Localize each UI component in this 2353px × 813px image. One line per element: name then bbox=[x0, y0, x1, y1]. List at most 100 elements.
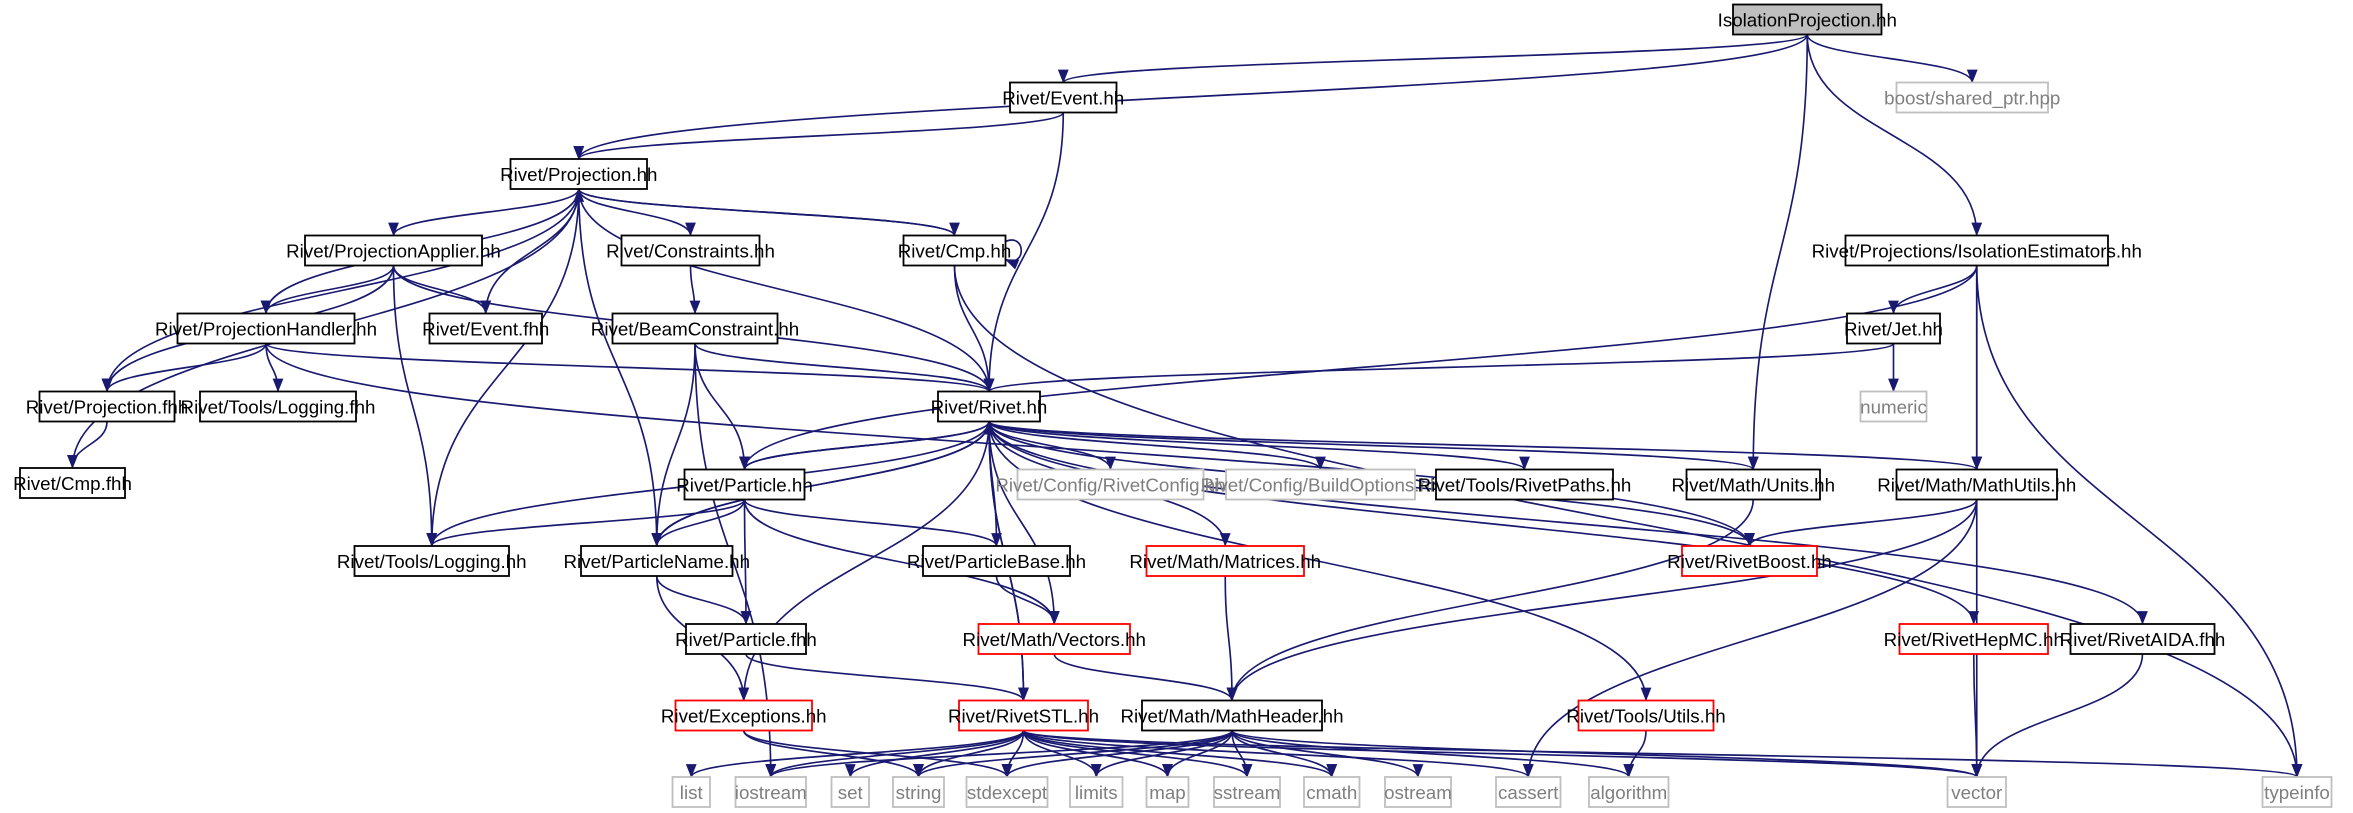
node-rivet-tools-logging-hh[interactable]: Rivet/Tools/Logging.hh bbox=[337, 545, 527, 577]
node-rivet-rivethepmc-hh[interactable]: Rivet/RivetHepMC.hh bbox=[1884, 623, 2064, 655]
edge-rivet-rivetstl-hh-to-sstream bbox=[1022, 730, 1253, 778]
node-label: sstream bbox=[1214, 782, 1281, 803]
node-rivet-tools-utils-hh[interactable]: Rivet/Tools/Utils.hh bbox=[1566, 699, 1726, 732]
node-rivet-beamconstraint-hh[interactable]: Rivet/BeamConstraint.hh bbox=[591, 312, 799, 345]
node-label: Rivet/RivetHepMC.hh bbox=[1884, 629, 2064, 650]
node-rivet-projections-isolationestimators-hh[interactable]: Rivet/Projections/IsolationEstimators.hh bbox=[1812, 234, 2142, 267]
node-box bbox=[428, 312, 543, 345]
edge-rivet-projection-hh-to-rivet-constraints-hh bbox=[577, 188, 696, 237]
node-label: stdexcept bbox=[967, 782, 1048, 803]
edge-rivet-particle-hh-to-rivet-tools-logging-hh bbox=[426, 499, 746, 547]
node-box bbox=[1859, 390, 1928, 423]
edge-rivet-rivet-hh-to-rivet-tools-rivetpaths-hh bbox=[988, 420, 1530, 471]
node-rivet-math-mathheader-hh[interactable]: Rivet/Math/MathHeader.hh bbox=[1120, 699, 1344, 732]
node-label: Rivet/Projections/IsolationEstimators.hh bbox=[1812, 240, 2142, 261]
node-rivet-tools-logging-fhh[interactable]: Rivet/Tools/Logging.fhh bbox=[181, 390, 376, 423]
node-box bbox=[1069, 776, 1124, 808]
edge-rivet-projection-hh-to-rivet-projection-fhh bbox=[101, 188, 580, 393]
edge-rivet-rivetstl-hh-to-typeinfo bbox=[1022, 729, 2302, 778]
node-rivet-projection-fhh[interactable]: Rivet/Projection.fhh bbox=[26, 390, 189, 423]
node-rivet-cmp-fhh[interactable]: Rivet/Cmp.fhh bbox=[13, 467, 132, 499]
edge-rivet-rivethepmc-hh-to-vector bbox=[1971, 653, 1983, 778]
edge-rivet-math-units-hh-to-rivet-math-mathheader-hh bbox=[1226, 499, 1755, 702]
node-label: Rivet/Event.fhh bbox=[422, 318, 549, 339]
edge-isolationprojection-hh-to-rivet-math-units-hh bbox=[1747, 34, 1809, 471]
node-label: cmath bbox=[1306, 782, 1357, 803]
dependency-edges bbox=[67, 33, 2303, 778]
node-rivet-cmp-hh[interactable]: Rivet/Cmp.hh bbox=[898, 234, 1012, 267]
edge-rivet-rivetstl-hh-to-list bbox=[686, 730, 1025, 778]
node-label: Rivet/Tools/RivetPaths.hh bbox=[1418, 474, 1632, 495]
node-rivet-particle-hh[interactable]: Rivet/Particle.hh bbox=[676, 468, 813, 501]
node-label: Rivet/Rivet.hh bbox=[931, 396, 1048, 417]
node-rivet-exceptions-hh[interactable]: Rivet/Exceptions.hh bbox=[661, 699, 827, 732]
node-label: Rivet/Math/Units.hh bbox=[1671, 474, 1835, 495]
node-rivet-particle-fhh[interactable]: Rivet/Particle.fhh bbox=[675, 623, 817, 655]
node-label: Rivet/Math/MathHeader.hh bbox=[1120, 705, 1343, 726]
node-box bbox=[1577, 699, 1715, 732]
edge-rivet-exceptions-hh-to-string bbox=[742, 730, 924, 778]
node-label: Rivet/ProjectionHandler.hh bbox=[155, 318, 377, 339]
edge-rivet-particle-hh-to-rivet-rivet-hh bbox=[743, 420, 995, 470]
node-box bbox=[830, 776, 870, 808]
node-box bbox=[1225, 468, 1416, 501]
node-string: string bbox=[892, 776, 945, 808]
node-box bbox=[2261, 776, 2333, 808]
edge-rivet-event-hh-to-rivet-projection-hh bbox=[573, 111, 1065, 160]
node-rivet-math-mathutils-hh[interactable]: Rivet/Math/MathUtils.hh bbox=[1877, 468, 2076, 501]
node-rivet-rivetaida-fhh[interactable]: Rivet/RivetAIDA.fhh bbox=[2060, 623, 2226, 655]
node-rivet-projectionhandler-hh[interactable]: Rivet/ProjectionHandler.hh bbox=[155, 312, 377, 345]
node-rivet-jet-hh[interactable]: Rivet/Jet.hh bbox=[1844, 312, 1943, 345]
node-label: Rivet/Math/Vectors.hh bbox=[963, 629, 1146, 650]
node-isolationprojection-hh[interactable]: IsolationProjection.hh bbox=[1718, 3, 1897, 36]
edge-rivet-particlename-hh-to-rivet-particle-fhh bbox=[655, 575, 752, 625]
node-rivet-rivetboost-hh[interactable]: Rivet/RivetBoost.hh bbox=[1667, 545, 1832, 577]
node-label: Rivet/Event.hh bbox=[1002, 87, 1124, 108]
node-box bbox=[671, 776, 711, 808]
node-label: Rivet/Tools/Utils.hh bbox=[1566, 705, 1725, 726]
node-label: numeric bbox=[1860, 396, 1927, 417]
node-rivet-math-units-hh[interactable]: Rivet/Math/Units.hh bbox=[1671, 468, 1835, 501]
edge-rivet-rivetstl-hh-to-vector bbox=[1022, 729, 1982, 778]
node-rivet-rivet-hh[interactable]: Rivet/Rivet.hh bbox=[931, 390, 1048, 423]
edge-isolationprojection-hh-to-boost-shared-ptr-hpp bbox=[1806, 34, 1978, 84]
node-boost-shared-ptr-hpp: boost/shared_ptr.hpp bbox=[1884, 81, 2060, 114]
edge-rivet-projectionapplier-hh-to-rivet-event-fhh bbox=[392, 265, 492, 315]
node-rivet-event-hh[interactable]: Rivet/Event.hh bbox=[1002, 81, 1124, 114]
node-box bbox=[922, 545, 1071, 577]
node-rivet-math-vectors-hh[interactable]: Rivet/Math/Vectors.hh bbox=[963, 623, 1146, 655]
node-box bbox=[38, 390, 176, 423]
edge-rivet-projectionhandler-hh-to-rivet-rivet-hh bbox=[265, 342, 995, 393]
node-box bbox=[1844, 234, 2109, 267]
edge-rivet-cmp-hh-to-rivet-cmp-hh bbox=[1004, 239, 1023, 270]
node-rivet-projection-hh[interactable]: Rivet/Projection.hh bbox=[500, 158, 657, 190]
edge-rivet-rivet-hh-to-rivet-rivetaida-fhh bbox=[988, 421, 2148, 625]
edge-rivet-particle-hh-to-rivet-particle-fhh bbox=[740, 499, 752, 625]
edge-rivet-projection-hh-to-rivet-tools-logging-hh bbox=[426, 188, 580, 547]
node-box bbox=[1588, 776, 1670, 808]
edge-rivet-tools-utils-hh-to-algorithm bbox=[1623, 730, 1647, 778]
node-rivet-constraints-hh[interactable]: Rivet/Constraints.hh bbox=[606, 234, 775, 267]
node-label: Rivet/Tools/Logging.hh bbox=[337, 551, 527, 572]
node-label: Rivet/ProjectionApplier.hh bbox=[286, 240, 501, 261]
node-label: Rivet/Math/Matrices.hh bbox=[1129, 551, 1321, 572]
node-box bbox=[2069, 623, 2216, 655]
node-box bbox=[1895, 468, 2058, 501]
node-list: list bbox=[671, 776, 711, 808]
node-rivet-rivetstl-hh[interactable]: Rivet/RivetSTL.hh bbox=[948, 699, 1099, 732]
node-limits: limits bbox=[1069, 776, 1124, 808]
node-rivet-projectionapplier-hh[interactable]: Rivet/ProjectionApplier.hh bbox=[286, 234, 501, 267]
node-box bbox=[620, 234, 761, 267]
node-rivet-math-matrices-hh[interactable]: Rivet/Math/Matrices.hh bbox=[1129, 545, 1321, 577]
node-rivet-event-fhh[interactable]: Rivet/Event.fhh bbox=[422, 312, 549, 345]
node-rivet-particlename-hh[interactable]: Rivet/ParticleName.hh bbox=[563, 545, 750, 577]
edge-rivet-particle-hh-to-rivet-particlebase-hh bbox=[743, 499, 1002, 547]
node-box bbox=[199, 390, 357, 423]
node-rivet-particlebase-hh[interactable]: Rivet/ParticleBase.hh bbox=[907, 545, 1086, 577]
node-box bbox=[176, 312, 356, 345]
node-cmath: cmath bbox=[1303, 776, 1361, 808]
node-label: string bbox=[896, 782, 942, 803]
node-map: map bbox=[1145, 776, 1190, 808]
node-rivet-tools-rivetpaths-hh[interactable]: Rivet/Tools/RivetPaths.hh bbox=[1418, 468, 1632, 501]
